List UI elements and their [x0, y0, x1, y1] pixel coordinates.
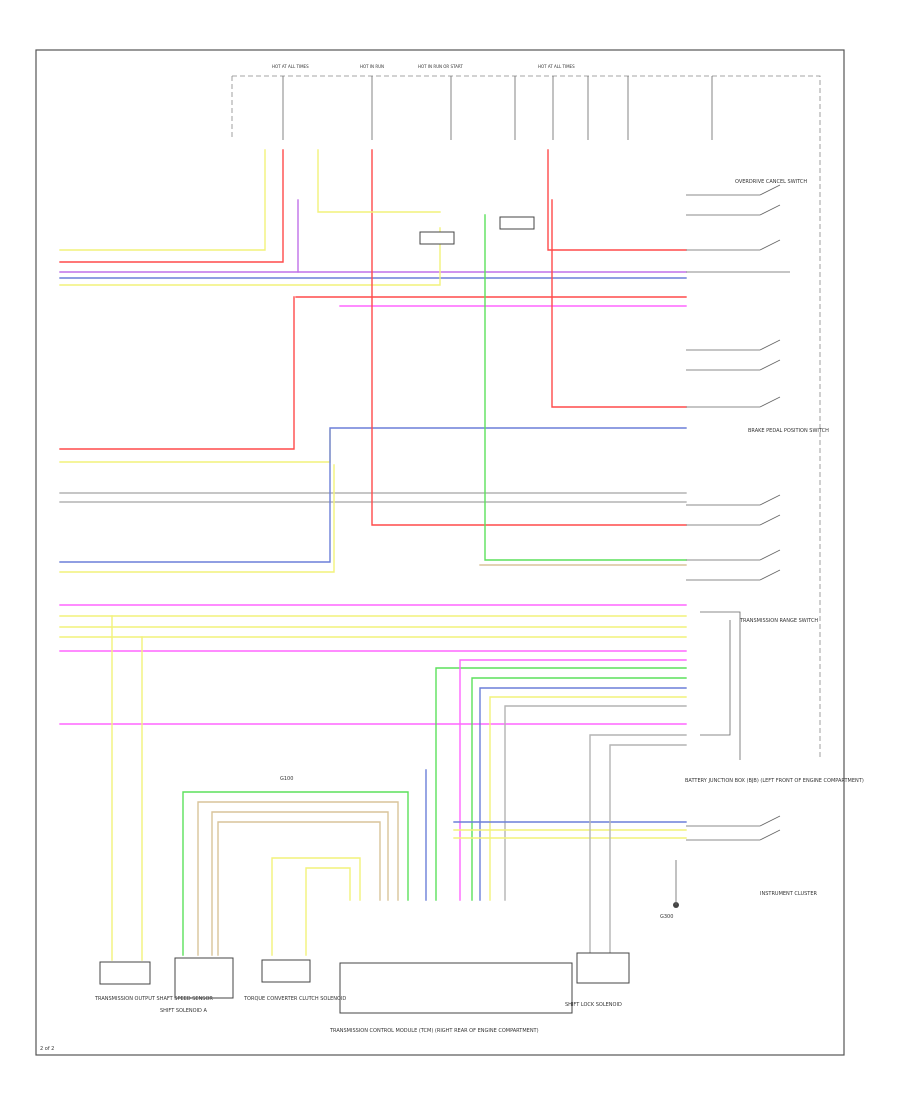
brake-switch-label: BRAKE PEDAL POSITION SWITCH — [748, 428, 829, 434]
wire-tan-3 — [211, 811, 389, 956]
sensor-b-box — [261, 959, 311, 983]
wire-yellow-11 — [305, 867, 351, 956]
fuse-box-outline — [232, 75, 821, 760]
splice-box — [419, 231, 455, 245]
component-wires — [111, 615, 687, 961]
instrument-label: INSTRUMENT CLUSTER — [760, 891, 818, 897]
wire-blue-3 — [479, 687, 687, 901]
wire-red-1 — [59, 149, 284, 263]
wire-red-4 — [59, 296, 295, 450]
page-code: 2 of 2 — [40, 1046, 54, 1052]
wire-tan-4 — [217, 821, 381, 956]
wire-yellow-6 — [59, 429, 331, 463]
wire-red-2 — [547, 149, 687, 251]
module-label: TRANSMISSION CONTROL MODULE (TCM) (RIGHT… — [329, 1028, 539, 1034]
svg-text:HOT IN RUN: HOT IN RUN — [360, 64, 384, 69]
bottom-components — [99, 216, 679, 1014]
wire-red-6 — [551, 199, 687, 408]
wire-yellow-7 — [59, 464, 335, 573]
wire-gray-3 — [504, 705, 687, 901]
wire-green-3 — [471, 677, 687, 901]
wire-green-1 — [484, 214, 687, 561]
junction-label: BATTERY JUNCTION BOX (BJB) (LEFT FRONT O… — [685, 778, 864, 784]
svg-text:HOT AT ALL TIMES: HOT AT ALL TIMES — [538, 64, 575, 69]
tcm-box — [339, 962, 573, 1014]
wire-blue-2 — [59, 427, 687, 563]
wire-red-5 — [371, 149, 687, 526]
wire-yellow-8 — [317, 149, 441, 213]
vss-label: TRANSMISSION OUTPUT SHAFT SPEED SENSOR — [94, 996, 213, 1002]
wire-tan-2 — [197, 801, 399, 956]
wire-yellow-2 — [59, 227, 441, 286]
vss-box — [99, 961, 151, 985]
wire-green-2 — [435, 667, 687, 901]
shift-lock-label: SHIFT LOCK SOLENOID — [565, 1002, 622, 1008]
splice-box-2 — [499, 216, 535, 230]
wire-gray-5 — [589, 734, 687, 956]
wire-yellow-9 — [489, 696, 687, 901]
sensor-b-label: TORQUE CONVERTER CLUTCH SOLENOID — [243, 996, 346, 1002]
range-switch-label: TRANSMISSION RANGE SWITCH — [739, 618, 818, 624]
switch-symbols — [686, 184, 790, 841]
fuse-group — [282, 76, 713, 140]
shift-lock-box — [576, 952, 630, 984]
fuse-labels: HOT AT ALL TIMES HOT IN RUN HOT IN RUN OR… — [272, 64, 575, 69]
diagram-frame — [35, 49, 845, 1056]
wire-gray-4 — [609, 744, 687, 956]
wire-yellow-10 — [271, 857, 361, 956]
overdrive-label: OVERDRIVE CANCEL SWITCH — [735, 179, 807, 185]
ground-label: G300 — [660, 914, 673, 920]
tcc-label: SHIFT SOLENOID A — [160, 1008, 207, 1014]
wire-pink-5 — [459, 659, 687, 901]
ground-code: G100 — [280, 776, 293, 782]
harness-wires — [59, 149, 687, 725]
tcc-box — [174, 957, 234, 999]
component-labels: TRANSMISSION OUTPUT SHAFT SPEED SENSOR S… — [40, 179, 864, 1052]
wire-yellow-1 — [59, 149, 266, 251]
wire-green-4 — [182, 791, 409, 956]
svg-text:HOT AT ALL TIMES: HOT AT ALL TIMES — [272, 64, 309, 69]
svg-text:HOT IN RUN OR START: HOT IN RUN OR START — [418, 64, 463, 69]
